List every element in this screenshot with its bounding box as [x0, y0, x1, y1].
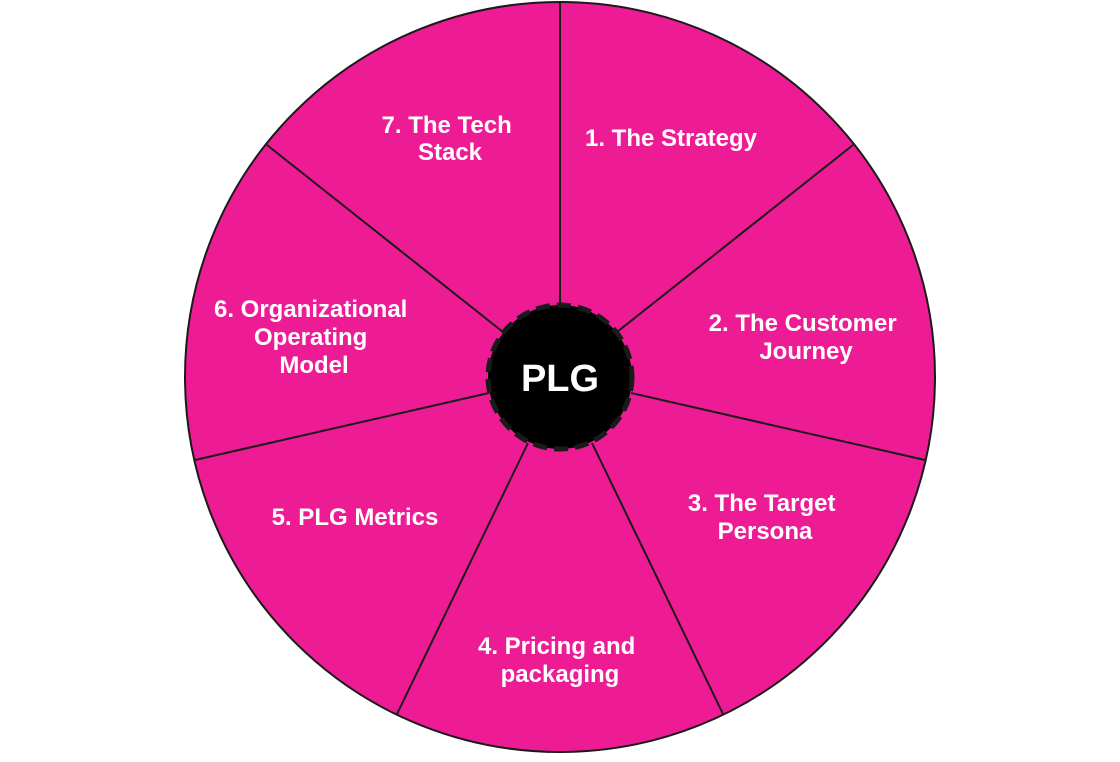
hub-circle	[485, 302, 635, 452]
segment-label-tech-stack: 7. The Tech Stack	[382, 112, 519, 166]
segment-label-strategy: 1. The Strategy	[585, 125, 758, 152]
divider-line	[591, 442, 724, 715]
segment-label-customer-journey: 2. The Customer Journey	[709, 310, 904, 365]
divider-line	[616, 144, 854, 333]
divider-line	[630, 392, 926, 461]
segment-label-plg-metrics: 5. PLG Metrics	[272, 504, 439, 531]
wheel-dividers	[194, 2, 926, 715]
segment-label-operating-model: 6. Organizational Operating Model	[214, 296, 414, 379]
divider-line	[266, 144, 504, 333]
divider-line	[396, 442, 529, 715]
segment-label-target-persona: 3. The Target Persona	[688, 490, 842, 545]
hub-label: PLG	[521, 358, 599, 400]
segment-label-pricing-packaging: 4. Pricing and packaging	[478, 633, 642, 688]
divider-line	[194, 392, 490, 461]
